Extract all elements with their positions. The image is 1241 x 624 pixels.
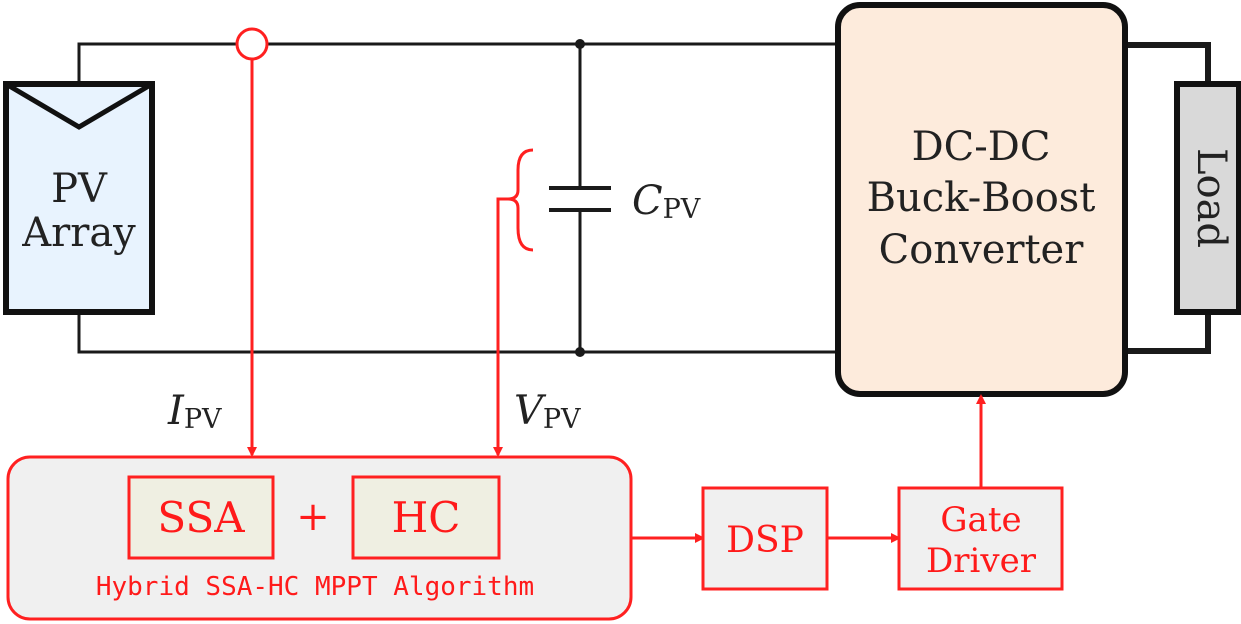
- current-sense-label: IPV: [167, 388, 222, 435]
- gate-driver-label-line2: Driver: [926, 541, 1037, 581]
- current-symbol: I: [167, 388, 185, 434]
- mppt-controller: SSA + HC Hybrid SSA-HC MPPT Algorithm: [6, 455, 633, 621]
- pv-array-box: [3, 81, 155, 315]
- voltage-sense-line: [493, 197, 508, 457]
- top-junction-dot: [575, 39, 585, 49]
- voltage-sense-label: VPV: [514, 388, 581, 435]
- load-label: Load: [1188, 148, 1234, 248]
- current-sense: IPV: [167, 27, 269, 457]
- current-subscript: PV: [184, 404, 222, 435]
- gate-driver: Gate Driver: [897, 486, 1064, 591]
- hc-box: [351, 475, 501, 560]
- ssa-label: SSA: [157, 493, 245, 542]
- capacitor-symbol: C: [632, 178, 663, 224]
- capacitor: CPV: [549, 178, 701, 225]
- converter-label-line3: Converter: [879, 227, 1085, 273]
- pv-array-label-line2: Array: [21, 210, 136, 256]
- bottom-rail-wire: [77, 312, 838, 354]
- plus-sign: +: [296, 494, 330, 540]
- voltage-sense: VPV: [493, 148, 581, 457]
- pv-array-label-line1: PV: [51, 166, 108, 212]
- ssa-box: [127, 475, 275, 560]
- converter-label-line2: Buck-Boost: [867, 175, 1096, 221]
- capacitor-subscript: PV: [663, 194, 701, 225]
- load-top-wire: [1124, 42, 1211, 84]
- load: Load: [1174, 81, 1241, 315]
- controller-caption: Hybrid SSA-HC MPPT Algorithm: [96, 572, 534, 602]
- pv-cell-icon: [4, 81, 154, 130]
- load-wires: [1124, 42, 1211, 354]
- bottom-junction-dot: [575, 347, 585, 357]
- voltage-symbol: V: [514, 388, 547, 434]
- top-rail-wire: [77, 42, 838, 84]
- hc-label: HC: [392, 493, 461, 542]
- capacitor-label: CPV: [632, 178, 701, 225]
- pv-array: PV Array: [3, 81, 155, 315]
- current-probe-icon: [235, 27, 269, 61]
- converter-label-line1: DC-DC: [912, 124, 1051, 170]
- dc-dc-converter: DC-DC Buck-Boost Converter: [835, 2, 1128, 397]
- load-bottom-wire: [1124, 312, 1211, 354]
- gate-driver-label-line1: Gate: [940, 500, 1021, 540]
- dsp: DSP: [701, 486, 829, 591]
- voltage-brace-icon: [507, 148, 534, 252]
- voltage-subscript: PV: [543, 404, 581, 435]
- dsp-label: DSP: [726, 520, 804, 561]
- power-wires: [77, 42, 838, 354]
- load-box: [1174, 81, 1241, 315]
